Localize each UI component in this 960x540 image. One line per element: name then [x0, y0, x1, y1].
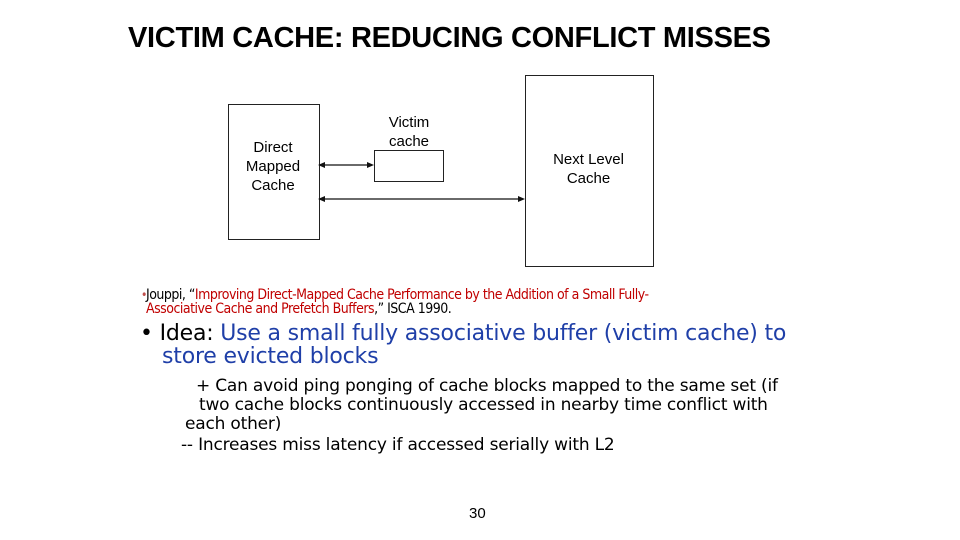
page-number: 30 [469, 505, 486, 522]
dm-to-victim-arrowhead-right [367, 162, 374, 168]
dm-to-victim-arrowhead-left [318, 162, 325, 168]
dm-to-next-arrowhead-left [318, 196, 325, 202]
pro-item: + Can avoid ping ponging of cache blocks… [177, 377, 817, 434]
idea-text-2: store evicted blocks [162, 344, 379, 369]
next-level-line-2: Cache [566, 170, 611, 187]
citation-suffix: ,” ISCA 1990. [374, 301, 452, 317]
direct-mapped-cache-label: Direct Mapped Cache [228, 138, 318, 195]
direct-mapped-line-3: Cache [251, 177, 295, 194]
con-item: -- Increases miss latency if accessed se… [177, 436, 817, 455]
victim-line-1: Victim [388, 114, 430, 131]
next-level-line-1: Next Level [553, 151, 624, 168]
next-level-cache-label: Next Level Cache [525, 150, 652, 188]
pro-line-1: + Can avoid ping ponging of cache blocks… [196, 376, 778, 396]
idea-bullet: • [140, 321, 153, 346]
idea-bullet-point: • Idea: Use a small fully associative bu… [140, 322, 800, 368]
citation: • Jouppi, “Improving Direct-Mapped Cache… [141, 287, 786, 317]
victim-cache-label: Victim cache [372, 113, 446, 151]
con-line-1: -- Increases miss latency if accessed se… [181, 435, 615, 455]
slide-title: VICTIM CACHE: REDUCING CONFLICT MISSES [128, 22, 771, 54]
idea-text-1: Use a small fully associative buffer (vi… [220, 321, 787, 346]
next-level-cache-box [525, 75, 654, 267]
direct-mapped-cache-box [228, 104, 320, 240]
victim-line-2: cache [388, 133, 430, 150]
citation-title-2: Associative Cache and Prefetch Buffers [146, 301, 375, 317]
dm-to-next-arrowhead-right [518, 196, 525, 202]
idea-label: Idea: [159, 321, 221, 346]
citation-bullet: • [141, 288, 147, 302]
victim-cache-box [374, 150, 444, 182]
pro-line-2: two cache blocks continuously accessed i… [199, 395, 768, 415]
citation-title-1: Improving Direct-Mapped Cache Performanc… [194, 287, 649, 303]
direct-mapped-line-2: Mapped [245, 158, 301, 175]
citation-prefix: Jouppi, “ [146, 287, 195, 303]
direct-mapped-line-1: Direct [253, 139, 293, 156]
pro-line-3: each other) [185, 414, 282, 434]
